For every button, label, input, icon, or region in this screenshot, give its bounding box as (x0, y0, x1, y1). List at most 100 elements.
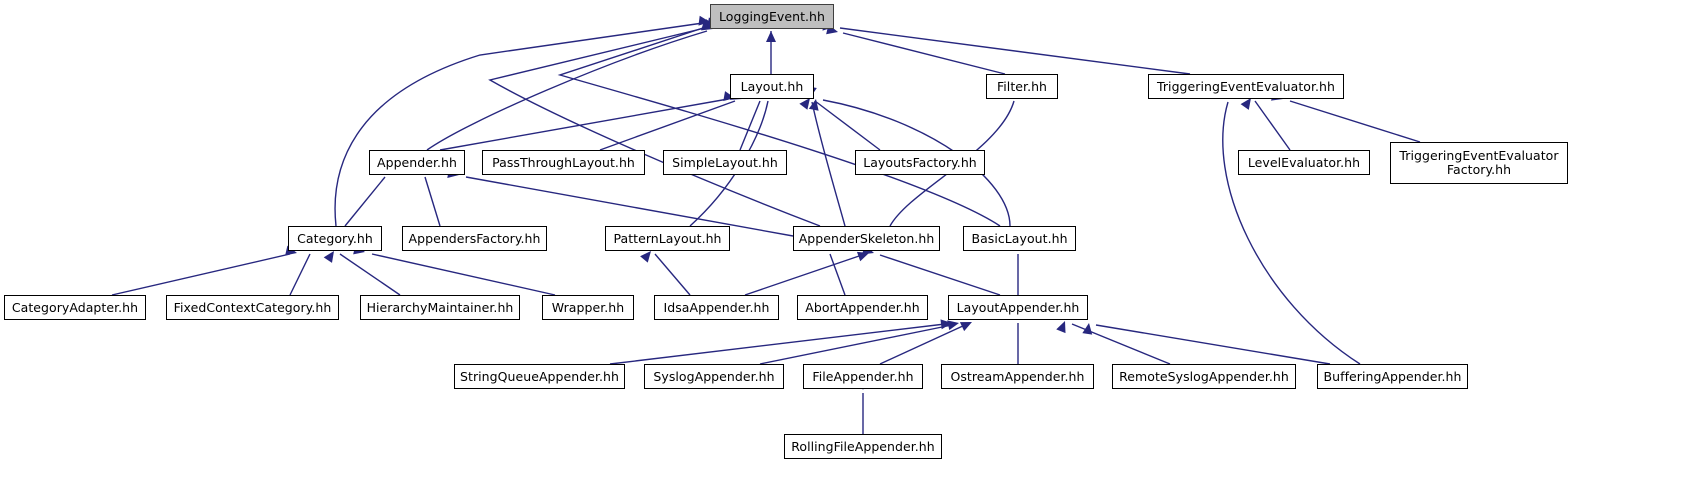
graph-node-hierarchy_maint[interactable]: HierarchyMaintainer.hh (360, 295, 520, 320)
graph-node-trigger_eval[interactable]: TriggeringEventEvaluator.hh (1148, 74, 1344, 99)
edge-category_adapter-to-category (111, 253, 291, 296)
edge-idsa_appender-to-pattern_layout (654, 253, 691, 296)
edge-stringqueue_app-to-layout_appender (609, 323, 946, 365)
graph-node-layout[interactable]: Layout.hh (730, 74, 814, 99)
graph-node-label: StringQueueAppender.hh (460, 368, 619, 384)
edge-layout_appender-to-appender_skeleton (879, 254, 1001, 296)
graph-node-basic_layout[interactable]: BasicLayout.hh (963, 226, 1076, 251)
edge-buffering_appender-to-trigger_eval (1222, 101, 1361, 365)
graph-node-label: Filter.hh (996, 78, 1048, 94)
graph-node-label: RollingFileAppender.hh (791, 438, 935, 454)
graph-node-label: TriggeringEventEvaluator Factory.hh (1399, 148, 1559, 177)
edge-layouts_factory-to-layout (814, 100, 881, 151)
arrowhead-layout-to-logging_event (766, 31, 776, 42)
graph-node-syslog_appender[interactable]: SyslogAppender.hh (644, 364, 784, 389)
graph-node-layout_appender[interactable]: LayoutAppender.hh (948, 295, 1088, 320)
graph-node-trigger_eval_fac[interactable]: TriggeringEventEvaluator Factory.hh (1390, 142, 1568, 184)
edge-file_appender-to-layout_appender (879, 324, 966, 365)
arrowhead-idsa_appender-to-pattern_layout (640, 251, 651, 263)
edge-basic_layout-to-logging_event (557, 24, 1001, 227)
graph-node-filter[interactable]: Filter.hh (986, 74, 1058, 99)
edge-fixed_context-to-category (289, 253, 311, 296)
edge-filter-to-logging_event (842, 32, 1006, 75)
graph-node-passthrough_layout[interactable]: PassThroughLayout.hh (482, 150, 645, 175)
graph-node-appender[interactable]: Appender.hh (369, 150, 465, 175)
arrowhead-basic_layout-to-layout (808, 99, 819, 111)
graph-node-label: HierarchyMaintainer.hh (366, 299, 514, 315)
graph-node-label: PatternLayout.hh (613, 230, 722, 246)
graph-node-label: OstreamAppender.hh (950, 368, 1085, 384)
graph-node-idsa_appender[interactable]: IdsaAppender.hh (654, 295, 779, 320)
arrowhead-syslog_appender-to-layout_appender (947, 320, 959, 331)
edge-appender-to-layout (439, 98, 729, 151)
arrowhead-level_eval-to-trigger_eval (1240, 98, 1251, 110)
graph-node-wrapper[interactable]: Wrapper.hh (542, 295, 634, 320)
edge-abort_appender-to-appender_skeleton (829, 253, 846, 296)
graph-node-abort_appender[interactable]: AbortAppender.hh (797, 295, 928, 320)
graph-node-pattern_layout[interactable]: PatternLayout.hh (605, 226, 730, 251)
graph-node-label: RemoteSyslogAppender.hh (1119, 368, 1289, 384)
graph-node-label: BufferingAppender.hh (1323, 368, 1462, 384)
edge-trigger_eval-to-logging_event (839, 27, 1191, 75)
graph-node-label: FileAppender.hh (812, 368, 914, 384)
graph-node-label: AppenderSkeleton.hh (798, 230, 935, 246)
graph-node-file_appender[interactable]: FileAppender.hh (803, 364, 923, 389)
edge-appenders_factory-to-appender (424, 176, 441, 227)
graph-node-remote_syslog[interactable]: RemoteSyslogAppender.hh (1112, 364, 1296, 389)
graph-node-label: Wrapper.hh (551, 299, 625, 315)
edge-passthrough_layout-to-layout (599, 100, 736, 151)
graph-node-label: SyslogAppender.hh (653, 368, 775, 384)
graph-node-logging_event: LoggingEvent.hh (710, 4, 834, 29)
edge-buffering_appender-to-layout_appender (1095, 324, 1331, 365)
graph-node-label: AbortAppender.hh (805, 299, 920, 315)
graph-node-label: Category.hh (297, 230, 373, 246)
edge-category-to-appender (344, 176, 386, 227)
graph-node-label: CategoryAdapter.hh (11, 299, 139, 315)
graph-node-label: Appender.hh (376, 154, 458, 170)
graph-node-category_adapter[interactable]: CategoryAdapter.hh (4, 295, 146, 320)
graph-node-category[interactable]: Category.hh (288, 226, 382, 251)
graph-node-label: SimpleLayout.hh (672, 154, 778, 170)
graph-node-appenders_factory[interactable]: AppendersFactory.hh (402, 226, 547, 251)
arrowhead-idsa_appender-to-appender_skeleton2 (856, 251, 869, 262)
graph-node-label: TriggeringEventEvaluator.hh (1157, 78, 1335, 94)
graph-node-label: PassThroughLayout.hh (492, 154, 635, 170)
edge-appender_skeleton-to-layout (811, 101, 846, 227)
graph-node-label: IdsaAppender.hh (663, 299, 770, 315)
graph-node-ostream_appender[interactable]: OstreamAppender.hh (941, 364, 1094, 389)
arrowhead-file_appender-to-layout_appender (959, 322, 972, 332)
graph-node-layouts_factory[interactable]: LayoutsFactory.hh (855, 150, 985, 175)
edge-idsa_appender-to-appender_skeleton2 (744, 254, 863, 296)
graph-node-label: Layout.hh (740, 78, 804, 94)
edge-appender-to-logging_event (426, 30, 708, 151)
edge-appender_skeleton-to-logging_event (488, 26, 821, 227)
graph-node-stringqueue_app[interactable]: StringQueueAppender.hh (454, 364, 625, 389)
arrowhead-category-to-logging_event (698, 15, 710, 26)
graph-node-label: BasicLayout.hh (971, 230, 1068, 246)
edge-hierarchy_maint-to-category (339, 253, 401, 296)
arrowhead-layouts_factory-to-layout (799, 98, 810, 110)
edge-syslog_appender-to-layout_appender (759, 324, 953, 365)
graph-node-fixed_context[interactable]: FixedContextCategory.hh (166, 295, 339, 320)
edge-category-to-logging_event (334, 22, 704, 227)
graph-node-label: LoggingEvent.hh (719, 8, 825, 24)
graph-node-buffering_appender[interactable]: BufferingAppender.hh (1317, 364, 1468, 389)
arrowhead-buffering_appender-to-layout_appender (1082, 323, 1093, 335)
graph-node-label: LayoutsFactory.hh (863, 154, 977, 170)
graph-node-appender_skeleton[interactable]: AppenderSkeleton.hh (793, 226, 940, 251)
graph-node-rolling_file[interactable]: RollingFileAppender.hh (784, 434, 942, 459)
graph-node-label: AppendersFactory.hh (408, 230, 541, 246)
edge-trigger_eval_fac-to-trigger_eval (1289, 100, 1421, 143)
graph-node-simple_layout[interactable]: SimpleLayout.hh (663, 150, 787, 175)
arrowhead-remote_syslog-to-layout_appender (1056, 321, 1066, 334)
arrowhead-hierarchy_maint-to-category (323, 251, 334, 263)
edge-level_eval-to-trigger_eval (1254, 100, 1291, 151)
graph-node-label: LayoutAppender.hh (956, 299, 1080, 315)
edge-simple_layout-to-layout (739, 100, 761, 151)
edge-wrapper-to-category (371, 253, 556, 296)
graph-node-level_eval[interactable]: LevelEvaluator.hh (1238, 150, 1370, 175)
graph-node-label: LevelEvaluator.hh (1247, 154, 1361, 170)
graph-node-label: FixedContextCategory.hh (173, 299, 332, 315)
